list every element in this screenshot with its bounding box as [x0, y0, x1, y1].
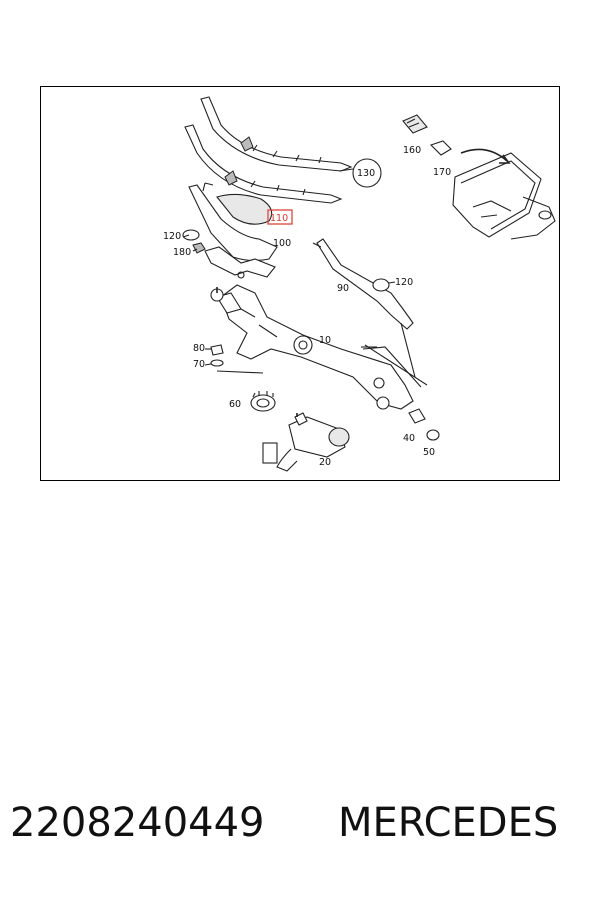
wiper-arm: 110 100	[188, 182, 293, 262]
wiper-motor: 20	[262, 412, 350, 472]
parts-diagram: 130 110 100 120 180 90 12	[40, 86, 560, 481]
label-80: 80	[193, 343, 205, 354]
label-60: 60	[229, 399, 241, 410]
label-180: 180	[173, 247, 191, 258]
label-20: 20	[319, 457, 331, 468]
label-170: 170	[433, 167, 451, 178]
label-90: 90	[337, 283, 349, 294]
wiper-blade-upper	[200, 96, 353, 172]
reference-lines	[364, 322, 428, 386]
label-120-left: 120	[163, 231, 181, 242]
label-120-right: 120	[395, 277, 413, 288]
wiper-linkage-frame: 10	[210, 284, 422, 410]
rubber-mount: 60	[229, 391, 276, 412]
windshield-view	[452, 152, 556, 240]
label-40: 40	[403, 433, 415, 444]
label-70: 70	[193, 359, 205, 370]
wiper-arm-right: 90 120	[312, 238, 414, 330]
wiper-blade-lower	[184, 124, 343, 204]
wiper-assembly-drawing: 130 110 100 120 180 90 12	[163, 96, 556, 472]
callout-130: 130	[338, 158, 382, 188]
rain-sensor: 160 170	[402, 114, 511, 178]
label-100: 100	[273, 238, 291, 249]
brand-name: MERCEDES	[338, 800, 559, 846]
part-number: 2208240449	[10, 800, 265, 846]
arm-base-left: 120 180	[163, 229, 276, 279]
label-10: 10	[319, 335, 331, 346]
label-110: 110	[270, 213, 288, 224]
label-130: 130	[357, 168, 375, 179]
fasteners-right: 40 50	[403, 408, 440, 458]
label-160: 160	[403, 145, 421, 156]
fasteners-left: 80 70	[193, 343, 264, 374]
label-50: 50	[423, 447, 435, 458]
caption: 2208240449 MERCEDES	[10, 800, 595, 860]
highlight-box-110	[267, 209, 293, 225]
